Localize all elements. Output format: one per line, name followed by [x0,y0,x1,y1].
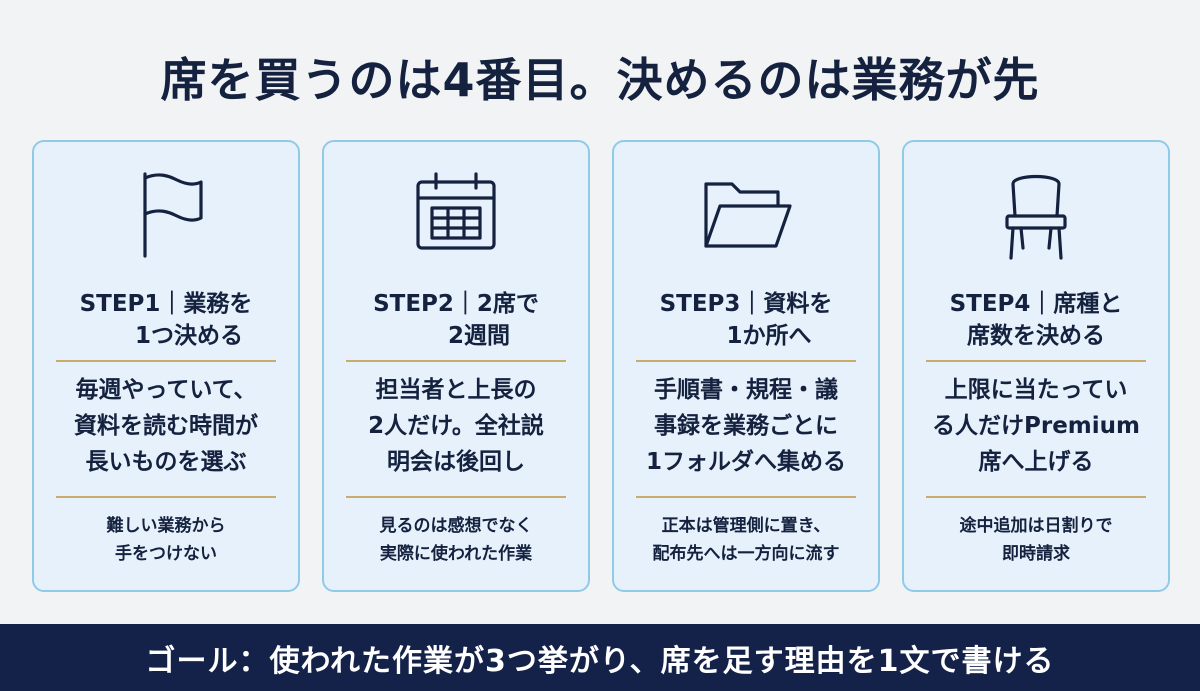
step-heading: STEP4｜席種と 席数を決める [949,291,1123,349]
chair-icon [904,164,1168,264]
step-main-text: 担当者と上長の 2人だけ。全社説 明会は後回し [368,377,544,475]
divider [636,360,856,362]
step-card-3: STEP3｜資料を 1か所へ 手順書・規程・議 事録を業務ごとに 1フォルダへ集… [612,140,880,592]
folder-icon [614,164,878,264]
step-note: 途中追加は日割りで 即時請求 [959,516,1113,564]
goal-banner: ゴール：使われた作業が3つ挙がり、席を足す理由を1文で書ける [0,624,1200,691]
calendar-icon [324,164,588,264]
step-card-1: STEP1｜業務を 1つ決める 毎週やっていて、 資料を読む時間が 長いものを選… [32,140,300,592]
divider [636,496,856,498]
flag-icon [34,164,298,264]
step-heading: STEP2｜2席で 2週間 [373,291,539,349]
divider [346,360,566,362]
divider [56,496,276,498]
step-note: 難しい業務から 手をつけない [106,516,226,564]
step-main-text: 上限に当たってい る人だけPremium 席へ上げる [932,377,1140,475]
step-heading: STEP3｜資料を 1か所へ [659,291,833,349]
steps-row: STEP1｜業務を 1つ決める 毎週やっていて、 資料を読む時間が 長いものを選… [32,140,1170,592]
step-note: 正本は管理側に置き、 配布先へは一方向に流す [652,516,840,564]
step-main-text: 手順書・規程・議 事録を業務ごとに 1フォルダへ集める [645,377,846,475]
step-main-text: 毎週やっていて、 資料を読む時間が 長いものを選ぶ [74,377,258,475]
divider [346,496,566,498]
page-title: 席を買うのは4番目。決めるのは業務が先 [160,53,1040,107]
step-note: 見るのは感想でなく 実際に使われた作業 [379,516,533,564]
step-heading: STEP1｜業務を 1つ決める [79,291,253,349]
divider [56,360,276,362]
goal-text: ゴール：使われた作業が3つ挙がり、席を足す理由を1文で書ける [145,643,1055,679]
step-card-4: STEP4｜席種と 席数を決める 上限に当たってい る人だけPremium 席へ… [902,140,1170,592]
step-card-2: STEP2｜2席で 2週間 担当者と上長の 2人だけ。全社説 明会は後回し 見る… [322,140,590,592]
divider [926,496,1146,498]
divider [926,360,1146,362]
